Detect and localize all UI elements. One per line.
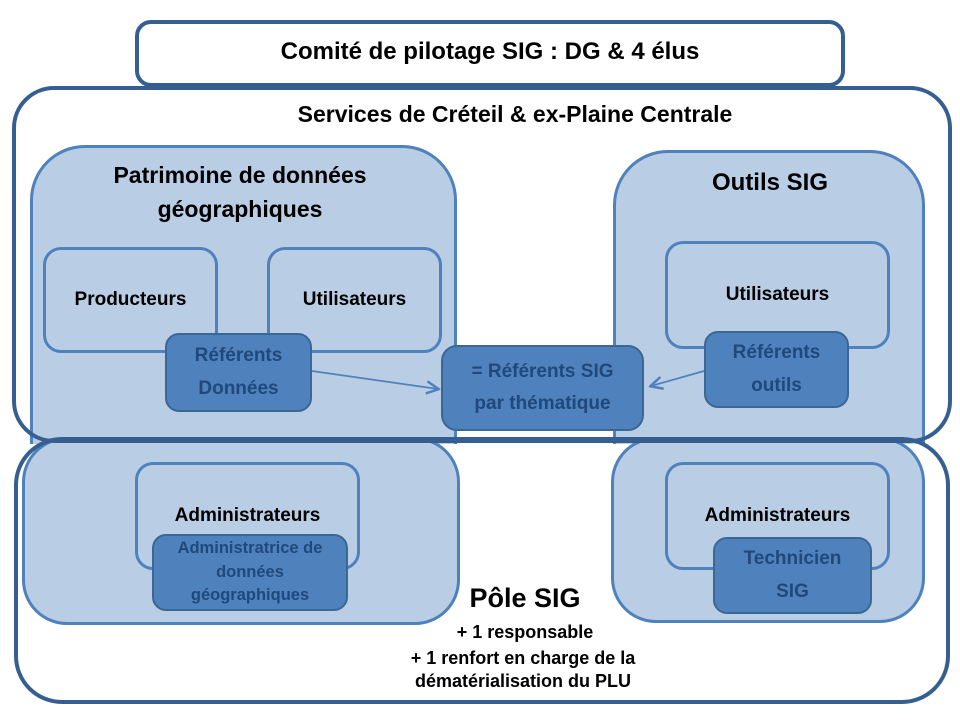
utilisateurs-donnees-label: Utilisateurs bbox=[302, 289, 407, 310]
pole-outline-box bbox=[14, 437, 950, 704]
administratrice-label: Administratrice de données géographiques bbox=[177, 538, 323, 605]
pole-responsable-label: + 1 responsable bbox=[456, 622, 594, 642]
referents-donnees-label: Référents Données bbox=[194, 345, 283, 399]
referents-sig-box: = Référents SIG par thématique bbox=[441, 345, 644, 431]
outils-title: Outils SIG bbox=[711, 169, 828, 196]
administrateurs-outils-label: Administrateurs bbox=[704, 505, 851, 526]
utilisateurs-outils-label: Utilisateurs bbox=[725, 284, 830, 305]
technicien-sig-label: Technicien SIG bbox=[743, 548, 842, 602]
pole-sig-title: Pôle SIG bbox=[469, 583, 581, 613]
referents-sig-label: = Référents SIG par thématique bbox=[471, 360, 614, 414]
services-outline-box bbox=[12, 86, 952, 443]
services-label: Services de Créteil & ex-Plaine Centrale bbox=[297, 101, 733, 127]
technicien-sig-box: Technicien SIG bbox=[713, 537, 872, 614]
administratrice-box: Administratrice de données géographiques bbox=[152, 534, 348, 611]
referents-outils-box: Référents outils bbox=[704, 331, 849, 408]
administrateurs-donnees-label: Administrateurs bbox=[174, 505, 321, 526]
patrimoine-title: Patrimoine de données géographiques bbox=[113, 162, 367, 222]
producteurs-box: Producteurs bbox=[43, 247, 218, 353]
utilisateurs-donnees-box: Utilisateurs bbox=[267, 247, 442, 353]
producteurs-label: Producteurs bbox=[74, 289, 187, 310]
referents-outils-label: Référents outils bbox=[732, 342, 821, 396]
pole-renfort-label: + 1 renfort en charge de la dématérialis… bbox=[410, 648, 636, 691]
comite-pilotage-box bbox=[135, 20, 845, 87]
referents-donnees-box: Référents Données bbox=[165, 333, 312, 412]
comite-pilotage-label: Comité de pilotage SIG : DG & 4 élus bbox=[280, 38, 700, 65]
